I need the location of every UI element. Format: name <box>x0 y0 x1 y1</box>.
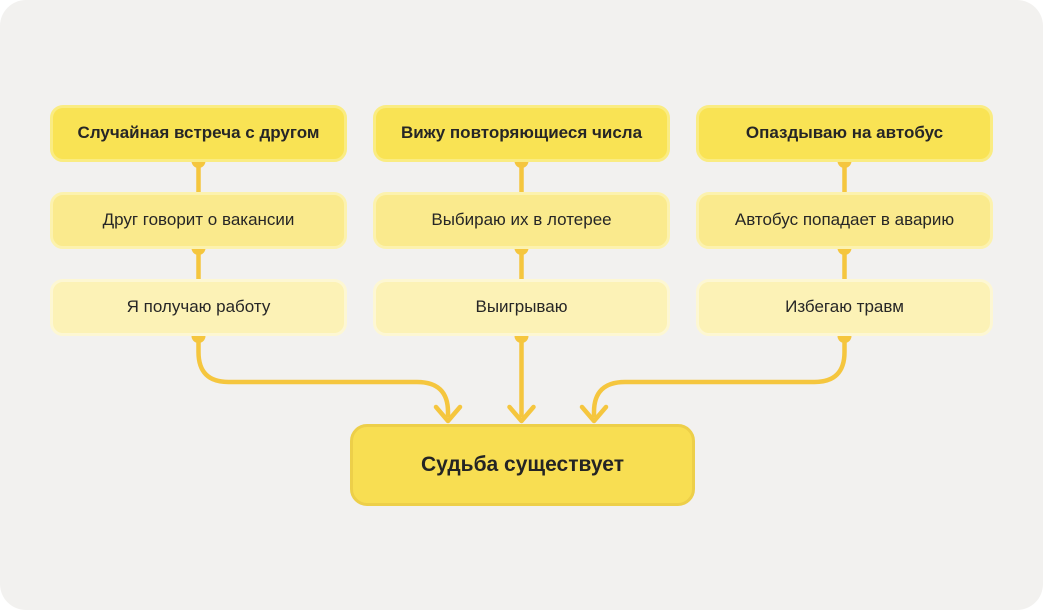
conclusion-box: Судьба существует <box>350 424 695 506</box>
connector-col3-conclusion <box>579 329 852 424</box>
connector-col1-conclusion <box>191 329 463 424</box>
connector-col2-conclusion <box>507 329 536 424</box>
step-col3-trigger: Опаздываю на автобус <box>696 105 993 162</box>
arrowhead-down-icon <box>433 404 463 424</box>
step-col3-outcome: Избегаю травм <box>696 279 993 336</box>
arrowhead-down-icon <box>579 404 609 424</box>
step-col1-outcome: Я получаю работу <box>50 279 347 336</box>
step-col1-trigger: Случайная встреча с другом <box>50 105 347 162</box>
step-col2-trigger: Вижу повторяющиеся числа <box>373 105 670 162</box>
arrowhead-down-icon <box>507 404 536 424</box>
step-col1-event: Друг говорит о вакансии <box>50 192 347 249</box>
step-col2-event: Выбираю их в лотерее <box>373 192 670 249</box>
step-col3-event: Автобус попадает в аварию <box>696 192 993 249</box>
step-col2-outcome: Выигрываю <box>373 279 670 336</box>
